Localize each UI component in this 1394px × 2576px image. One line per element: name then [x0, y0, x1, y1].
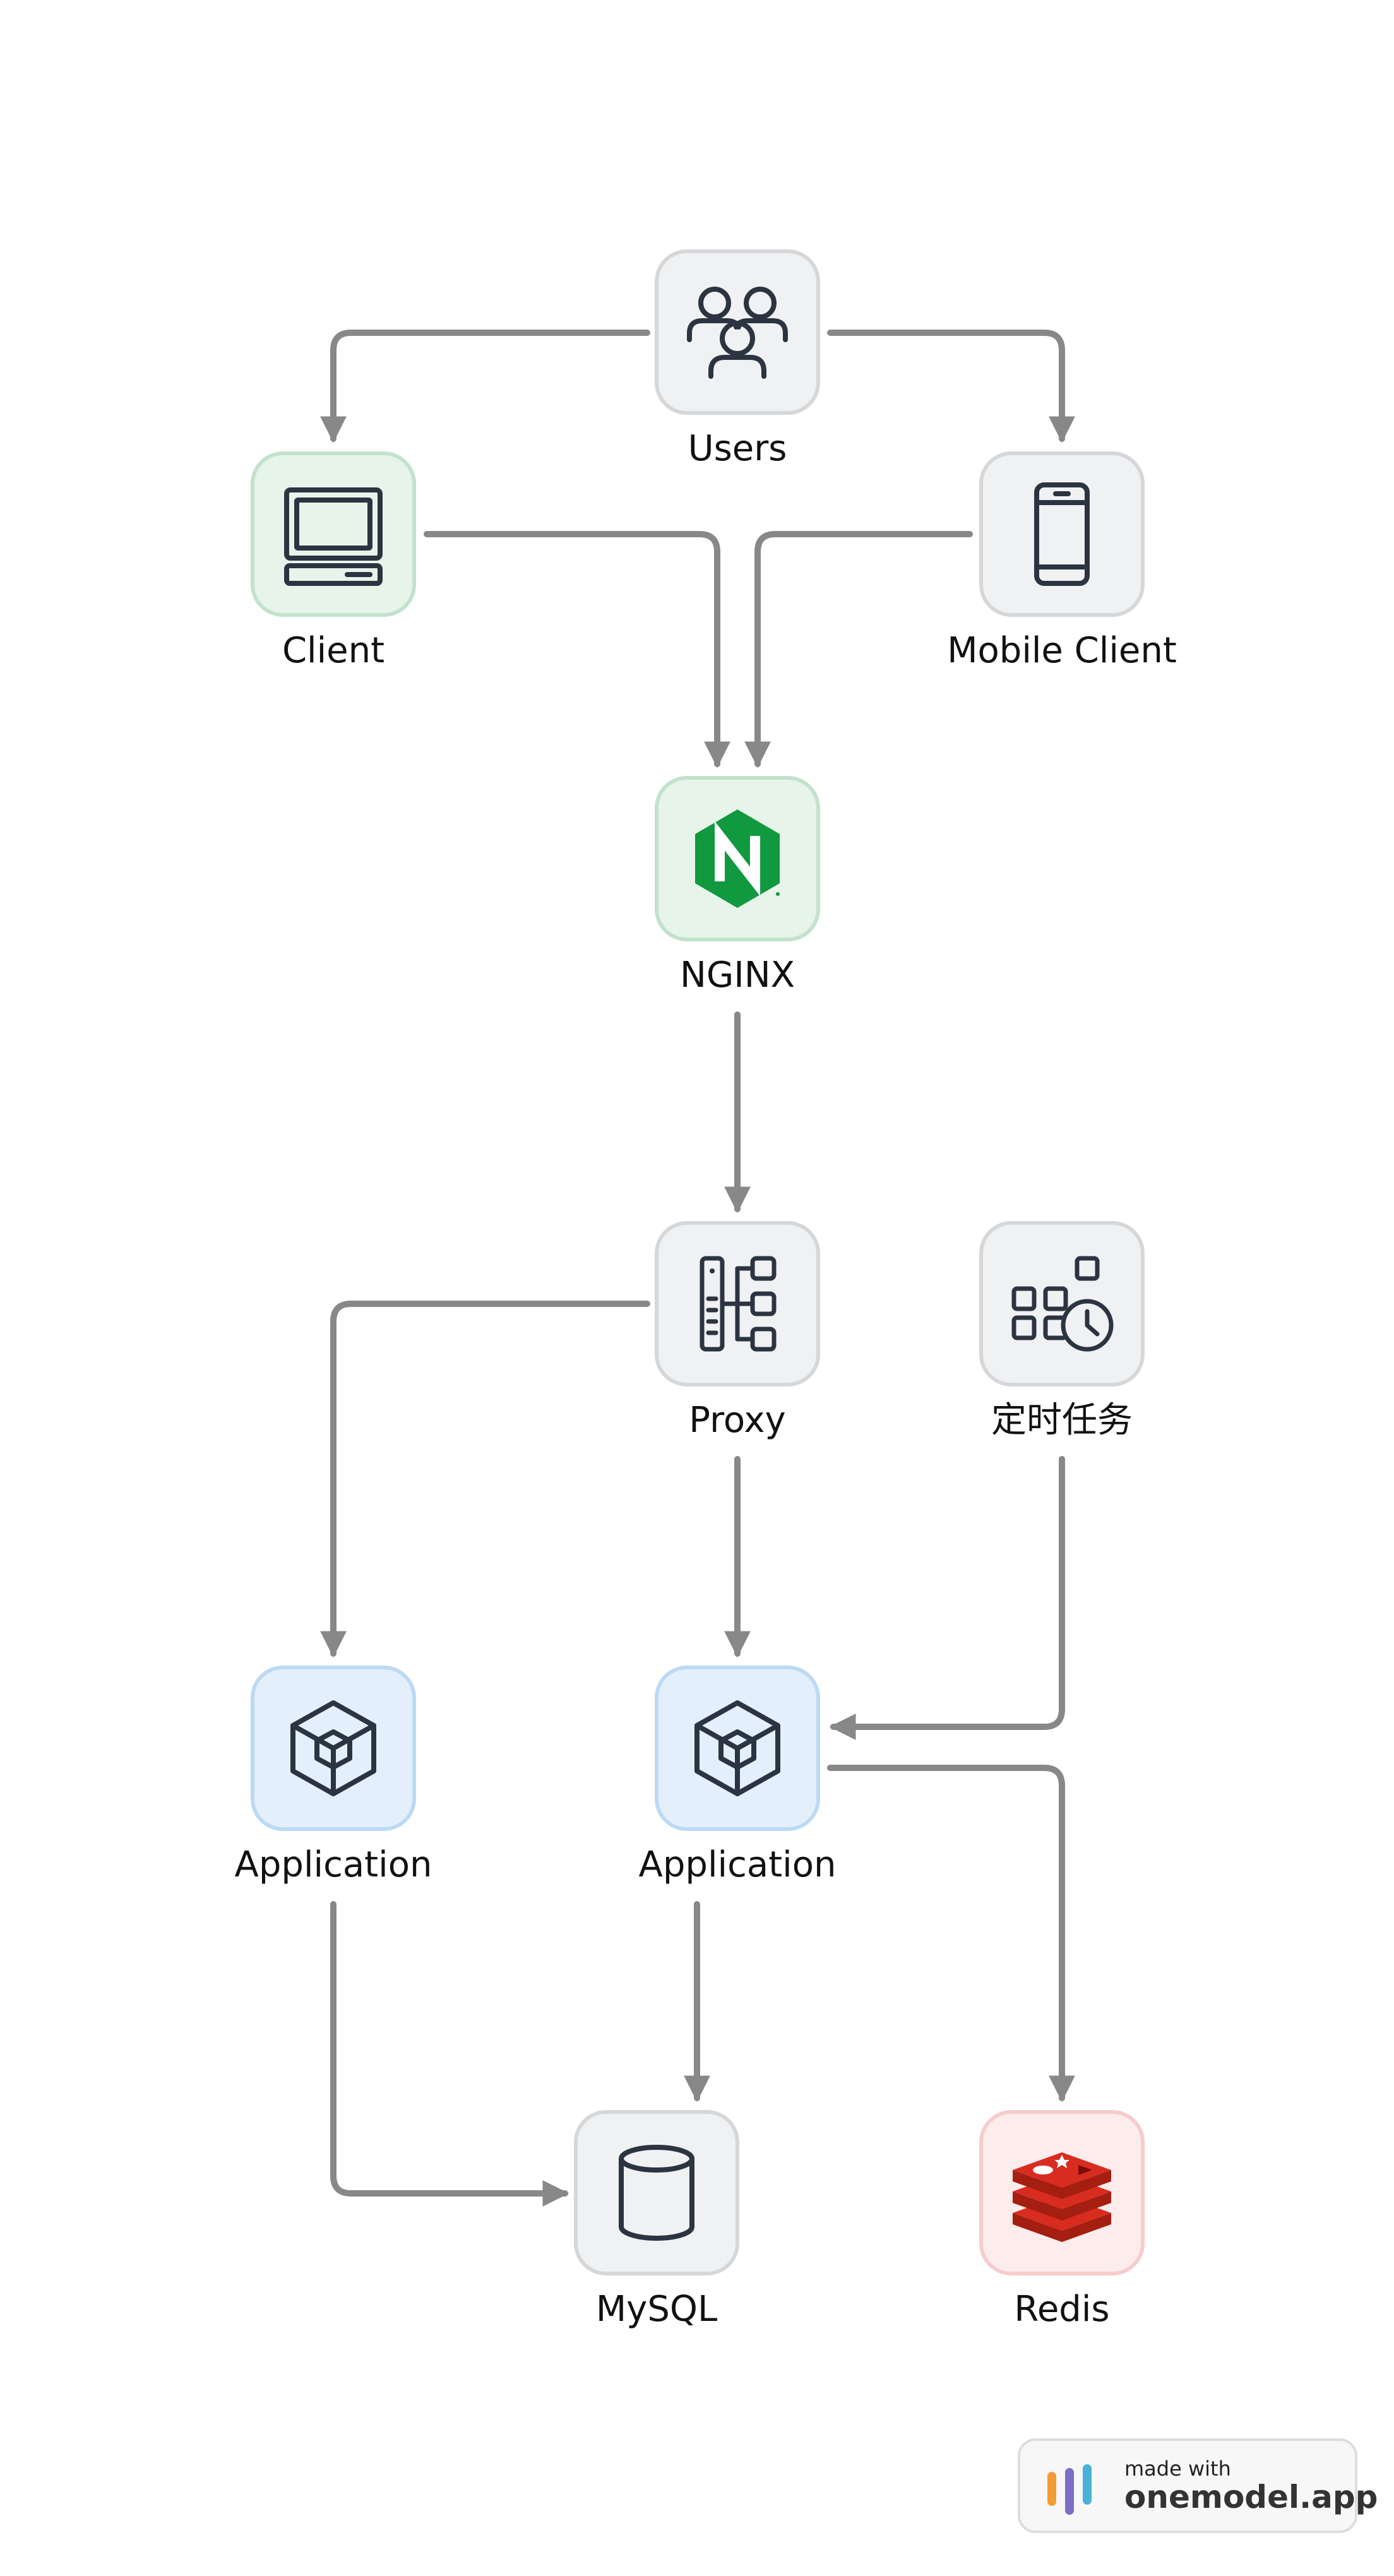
- node-label: NGINX: [680, 955, 795, 996]
- nginx-logo-icon: [695, 809, 780, 908]
- edge-proxy-to-app1: [320, 1301, 650, 1658]
- node-scheduled-task[interactable]: 定时任务: [979, 1221, 1145, 1441]
- desktop-computer-icon: [284, 487, 383, 586]
- edges: [320, 330, 1075, 2207]
- node-users[interactable]: Users: [655, 249, 820, 469]
- node-label: MySQL: [596, 2289, 717, 2330]
- node-users-box: [655, 249, 820, 415]
- node-nginx[interactable]: NGINX: [655, 776, 820, 996]
- edge-app1-to-mysql: [330, 1901, 569, 2207]
- node-mobile-client[interactable]: Mobile Client: [947, 451, 1177, 671]
- edge-cron-to-app2: [829, 1456, 1065, 1740]
- cube-icon: [290, 1700, 376, 1796]
- onemodel-logo-icon: [1047, 2464, 1092, 2515]
- edge-users-to-client: [320, 330, 650, 443]
- node-mysql-box: [574, 2110, 739, 2275]
- node-label: Client: [282, 630, 384, 671]
- made-with-badge[interactable]: made with onemodel.app: [1018, 2438, 1378, 2533]
- users-icon: [687, 287, 788, 379]
- mobile-phone-icon: [1034, 482, 1090, 586]
- node-cron-box: [979, 1221, 1145, 1386]
- node-client-box: [251, 451, 416, 617]
- edge-mobile-to-nginx: [744, 531, 973, 768]
- cube-icon: [694, 1700, 780, 1796]
- node-mobile-box: [979, 451, 1145, 617]
- badge-box: [1018, 2438, 1357, 2533]
- database-cylinder-icon: [619, 2145, 694, 2241]
- node-application-1[interactable]: Application: [235, 1666, 432, 1885]
- node-client[interactable]: Client: [251, 451, 416, 671]
- proxy-network-icon: [700, 1256, 777, 1352]
- node-redis[interactable]: Redis: [979, 2110, 1145, 2330]
- edge-client-to-nginx: [424, 531, 730, 768]
- node-label: Proxy: [689, 1400, 785, 1441]
- node-mysql[interactable]: MySQL: [574, 2110, 739, 2330]
- node-label: Application: [639, 1844, 837, 1885]
- node-label: Mobile Client: [947, 630, 1177, 671]
- node-label: Application: [235, 1844, 432, 1885]
- badge-line1: made with: [1124, 2457, 1231, 2481]
- node-proxy[interactable]: Proxy: [655, 1221, 820, 1441]
- edge-app2-to-redis: [827, 1765, 1075, 2102]
- scheduled-task-icon: [1011, 1256, 1114, 1352]
- node-label: 定时任务: [991, 1400, 1133, 1441]
- node-label: Redis: [1014, 2289, 1109, 2330]
- redis-logo-icon: [1013, 2152, 1111, 2242]
- node-application-2[interactable]: Application: [639, 1666, 837, 1885]
- node-label: Users: [688, 428, 787, 469]
- badge-line2: onemodel.app: [1124, 2479, 1378, 2515]
- edge-users-to-mobile: [827, 330, 1075, 443]
